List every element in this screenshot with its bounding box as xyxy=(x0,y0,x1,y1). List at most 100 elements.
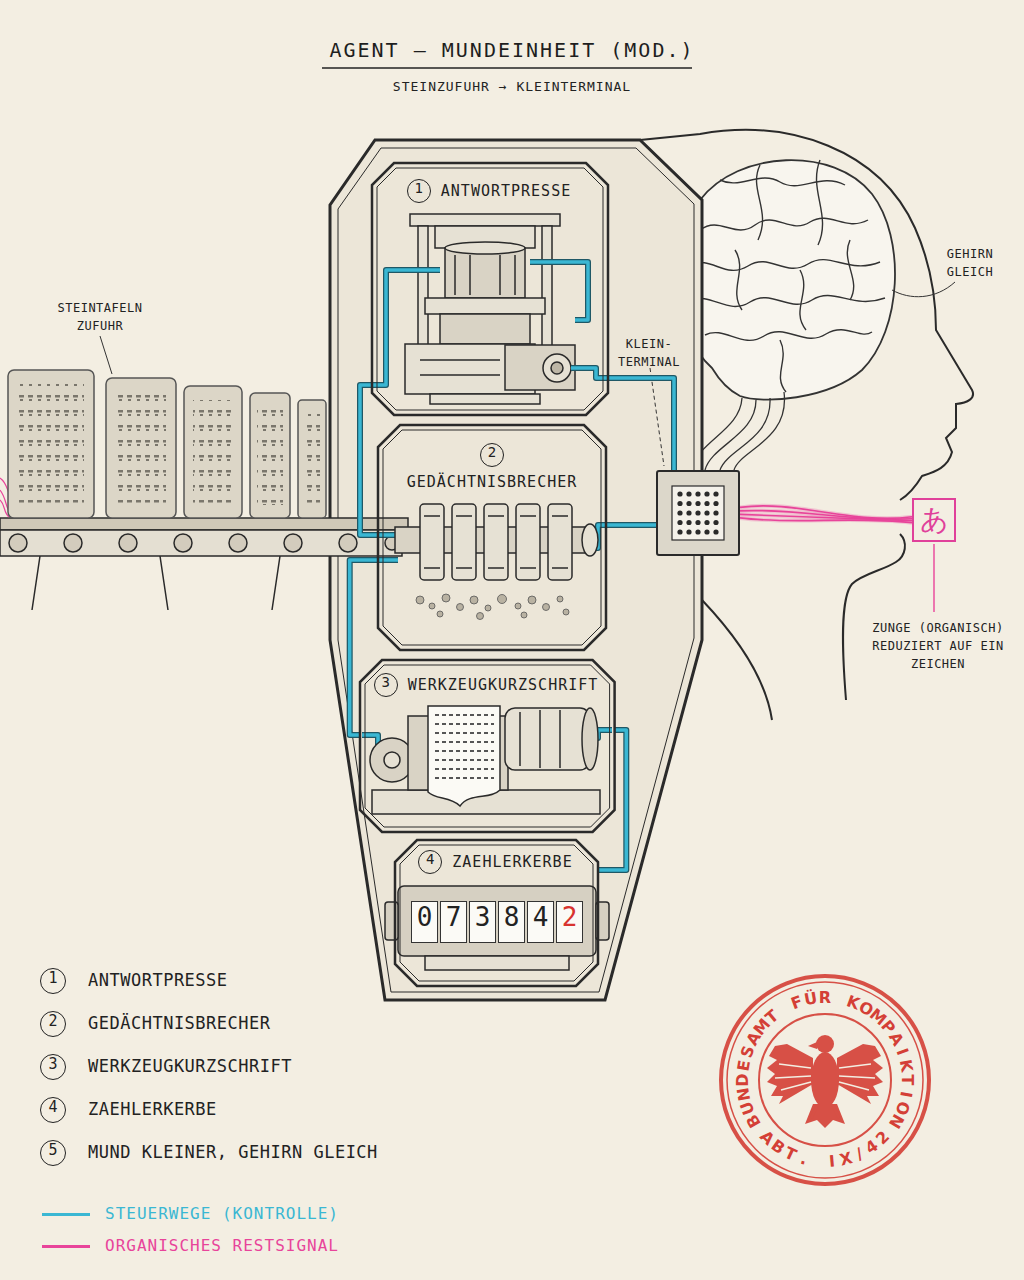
pipe-outline xyxy=(608,378,674,470)
compartment-box: 4ZAEHLERKERBE 073842 xyxy=(395,840,598,986)
terminal-pin xyxy=(677,491,682,496)
legend-text: STEUERWEGE (KONTROLLE) xyxy=(105,1204,339,1223)
tool-shorthand-printer xyxy=(520,710,560,768)
nerve-cable xyxy=(734,392,784,470)
conveyor xyxy=(9,534,27,552)
terminal-pin xyxy=(677,501,682,506)
terminal-label: KLEIN- TERMINAL xyxy=(618,337,680,369)
tablet-glyphs xyxy=(257,407,283,505)
tablet-glyphs xyxy=(193,400,233,504)
organic-signal xyxy=(740,518,912,523)
counter-frame xyxy=(398,886,596,956)
stamp-ring xyxy=(721,976,929,1184)
glyph-box: あ xyxy=(912,498,956,542)
kana-glyph: あ xyxy=(920,506,949,534)
terminal-pin xyxy=(686,491,691,496)
compartment-outline xyxy=(372,163,608,415)
callout-label: STEINTAFELN ZUFUHR xyxy=(58,301,143,333)
brain xyxy=(705,330,872,341)
control-pipe xyxy=(571,368,608,378)
callout-label-box: ZUNGE (ORGANISCH) REDUZIERT AUF EIN ZEIC… xyxy=(864,618,1012,672)
counter-drum: 073842 xyxy=(405,893,589,951)
control-pipe xyxy=(530,262,588,320)
rubble xyxy=(528,596,536,604)
tablet-glyphs xyxy=(116,392,166,504)
terminal-pin xyxy=(704,529,709,534)
diagram-title: AGENT – MUNDEINHEIT (MOD.) xyxy=(329,38,694,62)
stamp-ring xyxy=(759,1014,891,1146)
housing xyxy=(330,140,702,1000)
legend-swatch xyxy=(42,1213,90,1216)
callout-number: 1 xyxy=(40,968,66,994)
terminal-pin xyxy=(695,510,700,515)
stone-tablet xyxy=(106,378,176,518)
counter-digit: 2 xyxy=(556,901,583,943)
rubble xyxy=(563,609,569,615)
leader-line xyxy=(100,282,955,612)
part-name-box: WERKZEUGKURZSCHRIFT xyxy=(88,1056,428,1077)
stamp-letter xyxy=(807,1151,829,1173)
callout-label: ZUNGE (ORGANISCH) REDUZIERT AUF EIN ZEIC… xyxy=(872,621,1003,671)
legend-entry: STEUERWEGE (KONTROLLE) xyxy=(105,1204,505,1224)
rubble xyxy=(485,605,491,611)
part-name: GEDÄCHTNISBRECHER xyxy=(88,1013,271,1033)
leader-line xyxy=(650,368,664,466)
brain xyxy=(700,218,868,230)
callout-number-box: 4 xyxy=(40,1097,66,1123)
stamp-letter: . xyxy=(792,1147,816,1171)
answer-press xyxy=(405,214,575,404)
answer-press xyxy=(551,362,563,374)
nerve-cable xyxy=(705,400,756,470)
leader-line xyxy=(892,282,955,297)
callout-label: GEHIRN GLEICH xyxy=(947,247,993,279)
control-pipe xyxy=(378,557,398,563)
legend-text: ORGANISCHES RESTSIGNAL xyxy=(105,1236,339,1255)
stamp-letter: T xyxy=(897,1070,917,1090)
terminal-pin xyxy=(677,520,682,525)
callout-number: 2 xyxy=(480,443,504,467)
compartment-header: 4ZAEHLERKERBE xyxy=(395,850,598,874)
tool-shorthand-printer xyxy=(428,706,500,806)
compartment-outline xyxy=(383,430,601,645)
callout-number-box: 3 xyxy=(40,1054,66,1080)
compartment-outline xyxy=(372,163,608,415)
pipe xyxy=(608,378,674,470)
subtitle-box: STEINZUFUHR → KLEINTERMINAL xyxy=(262,77,762,95)
conveyor xyxy=(119,534,137,552)
part-name: ZAEHLERKERBE xyxy=(88,1099,217,1119)
head-outline xyxy=(702,600,772,720)
housing xyxy=(330,140,702,1000)
pipe xyxy=(360,385,378,535)
part-name: ANTWORTPRESSE xyxy=(88,970,228,990)
pipe xyxy=(598,730,626,870)
stone-tablet xyxy=(250,393,290,518)
part-name: MUND KLEINER, GEHIRN GLEICH xyxy=(88,1142,378,1162)
answer-press xyxy=(543,354,571,382)
terminal-pin xyxy=(695,529,700,534)
callout-number: 3 xyxy=(374,673,398,697)
compartment-box: 3WERKZEUGKURZSCHRIFT xyxy=(360,660,615,832)
compartment-box: 1ANTWORTPRESSE xyxy=(372,163,608,415)
terminal-pin xyxy=(677,529,682,534)
rubble xyxy=(470,596,478,604)
legend-swatch xyxy=(42,1245,90,1248)
brain xyxy=(735,160,854,392)
eagle-emblem xyxy=(808,1042,817,1049)
paper-glyphs xyxy=(434,712,494,786)
head-outline xyxy=(843,534,905,700)
eagle-emblem xyxy=(767,1044,813,1104)
brain xyxy=(677,160,895,399)
control-line xyxy=(350,560,378,735)
paper-glyphs xyxy=(434,712,494,786)
eagle-emblem xyxy=(775,1064,875,1090)
control-pipe xyxy=(571,368,608,378)
part-name: ANTWORTPRESSE xyxy=(439,182,573,200)
callout-number: 4 xyxy=(418,850,442,874)
terminal-pin xyxy=(713,529,718,534)
conveyor xyxy=(229,534,247,552)
conveyor xyxy=(0,530,402,556)
counter-frame xyxy=(425,956,569,970)
brain xyxy=(720,178,845,186)
stone-tablet xyxy=(8,370,94,518)
terminal-pin xyxy=(695,491,700,496)
